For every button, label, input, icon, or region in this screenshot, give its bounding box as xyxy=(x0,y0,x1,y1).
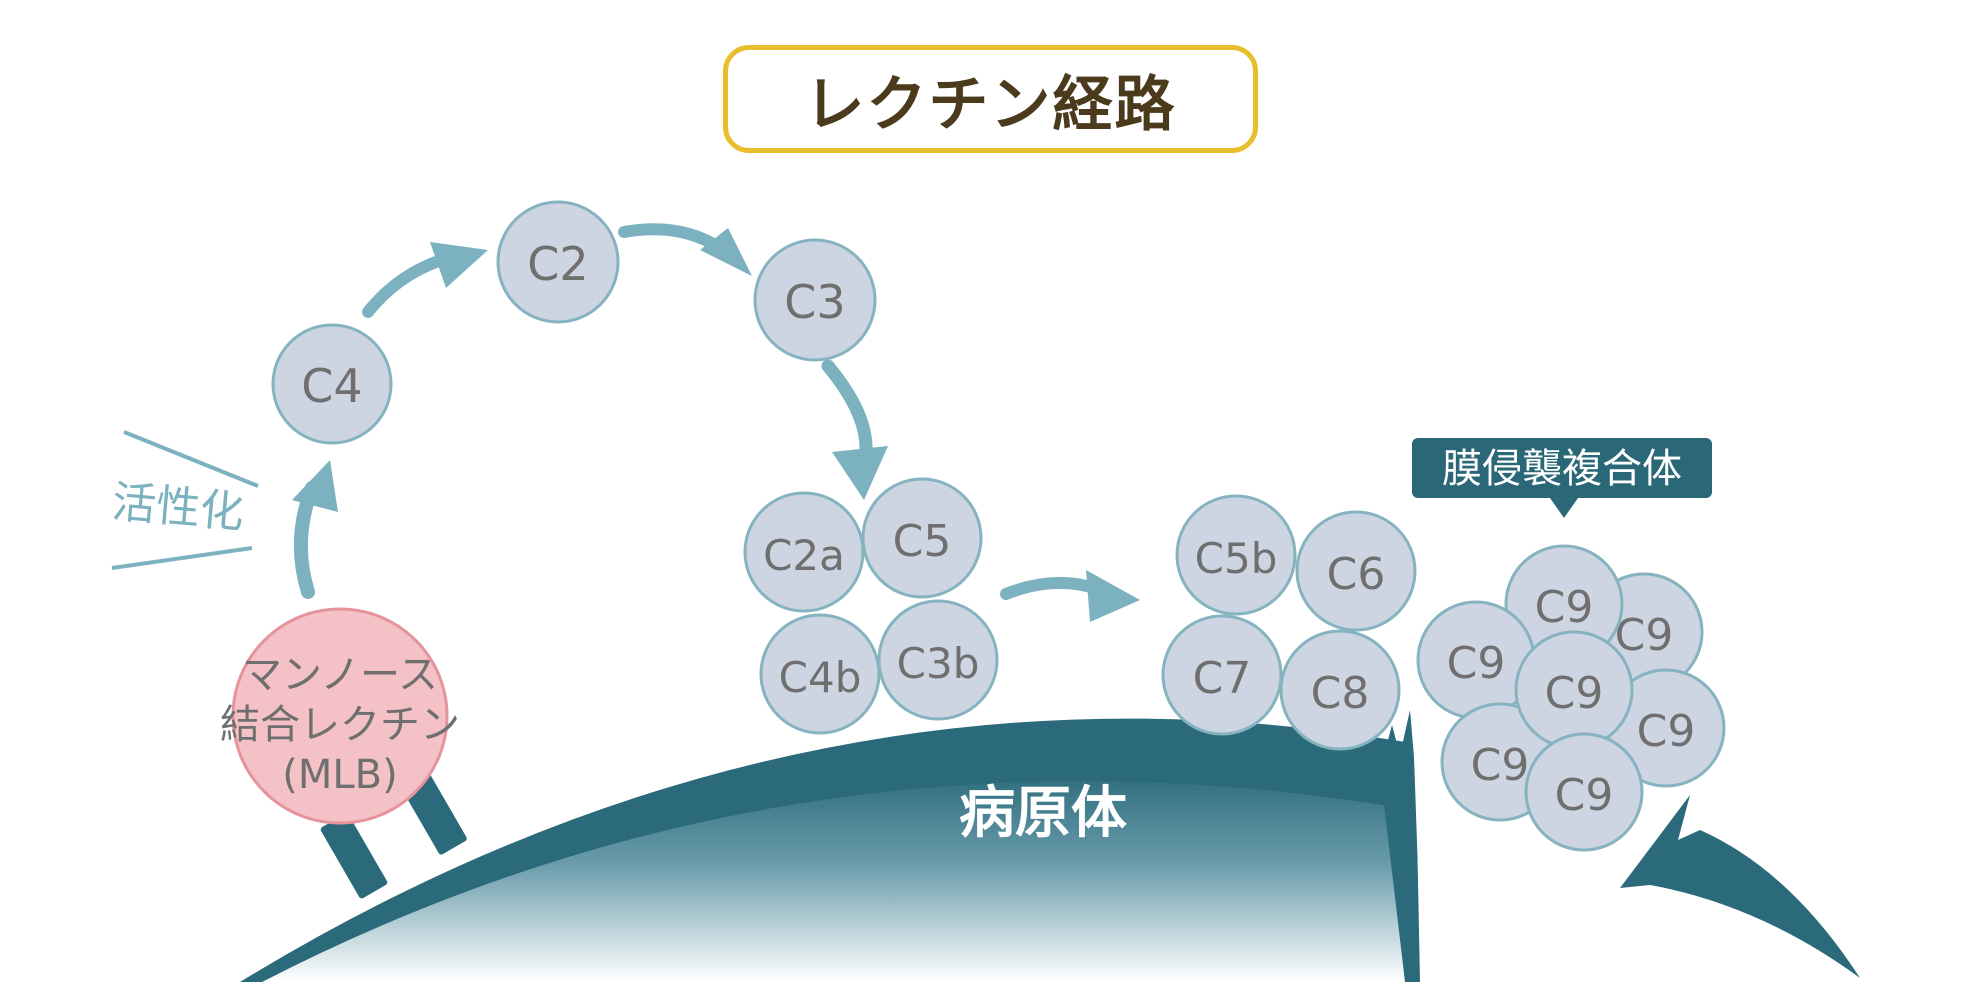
arrow-c2-to-c3 xyxy=(618,223,752,276)
receptor-left xyxy=(320,813,388,899)
svg-text:C5b: C5b xyxy=(1195,534,1278,583)
pathogen-membrane-right xyxy=(1620,795,1860,978)
arrow-c3-to-c5-group xyxy=(821,359,888,500)
arrow-mbl-to-c4 xyxy=(292,460,338,599)
svg-text:C7: C7 xyxy=(1193,653,1252,704)
svg-text:C2: C2 xyxy=(527,237,588,291)
svg-text:C5: C5 xyxy=(893,516,952,567)
svg-text:C9: C9 xyxy=(1447,638,1506,689)
mbl-label-line3: (MLB) xyxy=(282,752,397,798)
arrow-c4-to-c2 xyxy=(362,242,488,318)
component-c9-top: C9 xyxy=(1504,544,1624,664)
pathogen-membrane xyxy=(240,718,1412,982)
svg-text:C4b: C4b xyxy=(779,653,862,702)
svg-text:C9: C9 xyxy=(1535,582,1594,633)
mbl-circle xyxy=(231,607,449,825)
component-c9-left: C9 xyxy=(1416,600,1536,720)
mbl-label-line2: 結合レクチン xyxy=(220,702,460,748)
page-title: レクチン経路 xyxy=(804,69,1177,140)
svg-text:C9: C9 xyxy=(1545,668,1604,719)
svg-text:C8: C8 xyxy=(1311,668,1370,719)
activation-label: 活性化 xyxy=(110,477,246,539)
membrane-tear-left xyxy=(1380,710,1420,982)
component-c4: C4 xyxy=(271,323,393,445)
svg-text:C6: C6 xyxy=(1327,549,1386,600)
mac-callout-label: 膜侵襲複合体 xyxy=(1442,446,1682,492)
mbl-label-line1: マンノース xyxy=(242,652,438,698)
component-c5b: C5b xyxy=(1175,494,1297,616)
component-c6: C6 xyxy=(1295,510,1417,632)
component-c9-center: C9 xyxy=(1514,630,1634,750)
component-c3: C3 xyxy=(753,238,877,362)
activation-stroke-top xyxy=(123,430,259,488)
component-c9-bottom: C9 xyxy=(1524,732,1644,852)
component-c2: C2 xyxy=(496,200,620,324)
component-c9-right: C9 xyxy=(1606,668,1726,788)
activation-stroke-bottom xyxy=(111,546,253,570)
svg-text:C9: C9 xyxy=(1471,740,1530,791)
svg-text:C9: C9 xyxy=(1555,770,1614,821)
pathogen-label: 病原体 xyxy=(959,781,1127,846)
svg-text:C2a: C2a xyxy=(763,531,845,580)
component-c4b: C4b xyxy=(759,613,881,735)
component-c3b: C3b xyxy=(877,599,999,721)
component-c8: C8 xyxy=(1279,629,1401,751)
mac-callout: 膜侵襲複合体 xyxy=(1412,438,1712,518)
svg-text:C9: C9 xyxy=(1615,610,1674,661)
component-c5: C5 xyxy=(861,477,983,599)
svg-text:C9: C9 xyxy=(1637,706,1696,757)
component-c7: C7 xyxy=(1161,614,1283,736)
svg-text:C3b: C3b xyxy=(897,639,980,688)
receptor-right xyxy=(401,771,467,855)
pathogen-body xyxy=(240,768,1415,982)
svg-text:C4: C4 xyxy=(301,359,362,413)
svg-text:C3: C3 xyxy=(784,275,845,329)
title-box: レクチン経路 xyxy=(723,45,1258,153)
component-c2a: C2a xyxy=(743,491,865,613)
arrow-c5-group-to-mac xyxy=(1000,570,1140,622)
